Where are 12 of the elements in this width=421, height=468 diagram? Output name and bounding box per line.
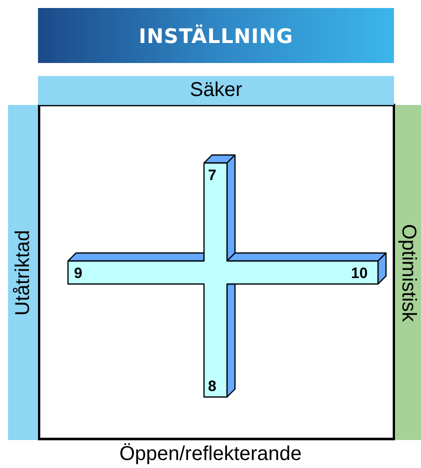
scale-band xyxy=(38,76,394,105)
callout-number: 10 xyxy=(351,265,368,282)
scale-band xyxy=(395,105,421,440)
callout-number: 7 xyxy=(208,167,216,184)
band-label: Optimistisk xyxy=(396,224,420,322)
callout-number: 9 xyxy=(74,265,82,282)
title: INSTÄLLNING xyxy=(138,24,294,48)
axis-label: Öppen/reflekterande xyxy=(119,443,302,465)
callout-number: 8 xyxy=(208,378,216,395)
band-label: Säker xyxy=(190,79,242,102)
scale-band xyxy=(8,105,38,440)
band-label: Utåtriktad xyxy=(12,230,34,316)
